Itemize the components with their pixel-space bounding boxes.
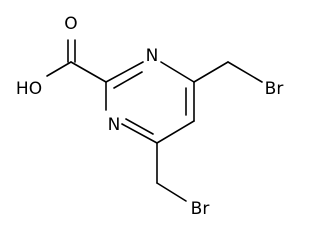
bond-c2-n3 <box>105 61 144 83</box>
bond-c6-n1 <box>121 123 158 144</box>
bond-c4-ch2 <box>193 61 229 83</box>
bond-ch2-br-lower <box>156 182 187 202</box>
oxygen-label: O <box>64 14 77 34</box>
hydroxyl-label: HO <box>16 79 42 99</box>
atom-labels: O HO N N Br Br <box>16 14 283 219</box>
bond-c6-n1-inner <box>125 118 154 135</box>
ring-nitrogen-lower-label: N <box>108 115 121 135</box>
chemical-structure: O HO N N Br Br <box>16 14 283 219</box>
ring-nitrogen-upper-label: N <box>146 46 159 66</box>
bond-carboxyl-ring <box>70 61 107 83</box>
bond-c2-n3-inner <box>113 71 143 89</box>
bond-ch2-br-upper <box>227 61 263 83</box>
bromine-upper-label: Br <box>265 79 284 99</box>
bond-n3-c4 <box>160 61 195 83</box>
bond-c-oh <box>46 61 72 77</box>
bond-c5-c6 <box>156 120 195 144</box>
bromine-lower-label: Br <box>191 199 210 219</box>
bonds <box>46 39 263 202</box>
